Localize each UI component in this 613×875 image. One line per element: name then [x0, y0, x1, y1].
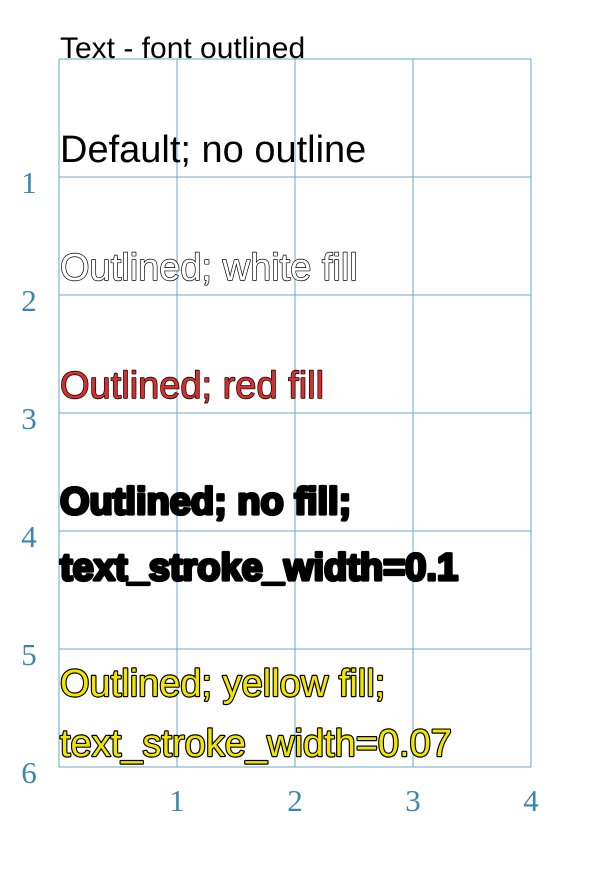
x-axis-tick-label: 1 — [169, 783, 185, 818]
sample-outlined-white-fill: Outlined; white fill — [60, 247, 358, 289]
sample-outlined-red-fill: Outlined; red fill — [60, 365, 324, 407]
sample-outlined-no-fill-line-1: Outlined; no fill; — [60, 481, 351, 523]
y-axis-tick-label: 1 — [21, 165, 37, 200]
sample-default-no-outline: Default; no outline — [60, 129, 366, 171]
y-axis-tick-label: 3 — [21, 401, 37, 436]
x-axis-tick-label: 4 — [523, 783, 539, 818]
y-axis-tick-label: 2 — [21, 283, 37, 318]
sample-outlined-yellow-fill-line-2: text_stroke_width=0.07 — [60, 723, 452, 765]
diagram-title: Text - font outlined — [60, 32, 305, 65]
sample-outlined-yellow-fill-line-1: Outlined; yellow fill; — [60, 663, 385, 705]
grid — [58, 58, 532, 768]
y-axis-tick-label: 5 — [21, 637, 37, 672]
x-axis-labels: 1 2 3 4 — [169, 783, 539, 818]
y-axis-tick-label: 6 — [21, 755, 37, 790]
sample-outlined-no-fill-line-2: text_stroke_width=0.1 — [60, 547, 458, 589]
y-axis-tick-label: 4 — [21, 519, 37, 554]
x-axis-tick-label: 3 — [405, 783, 421, 818]
y-axis-labels: 1 2 3 4 5 6 — [21, 165, 37, 790]
x-axis-tick-label: 2 — [287, 783, 303, 818]
